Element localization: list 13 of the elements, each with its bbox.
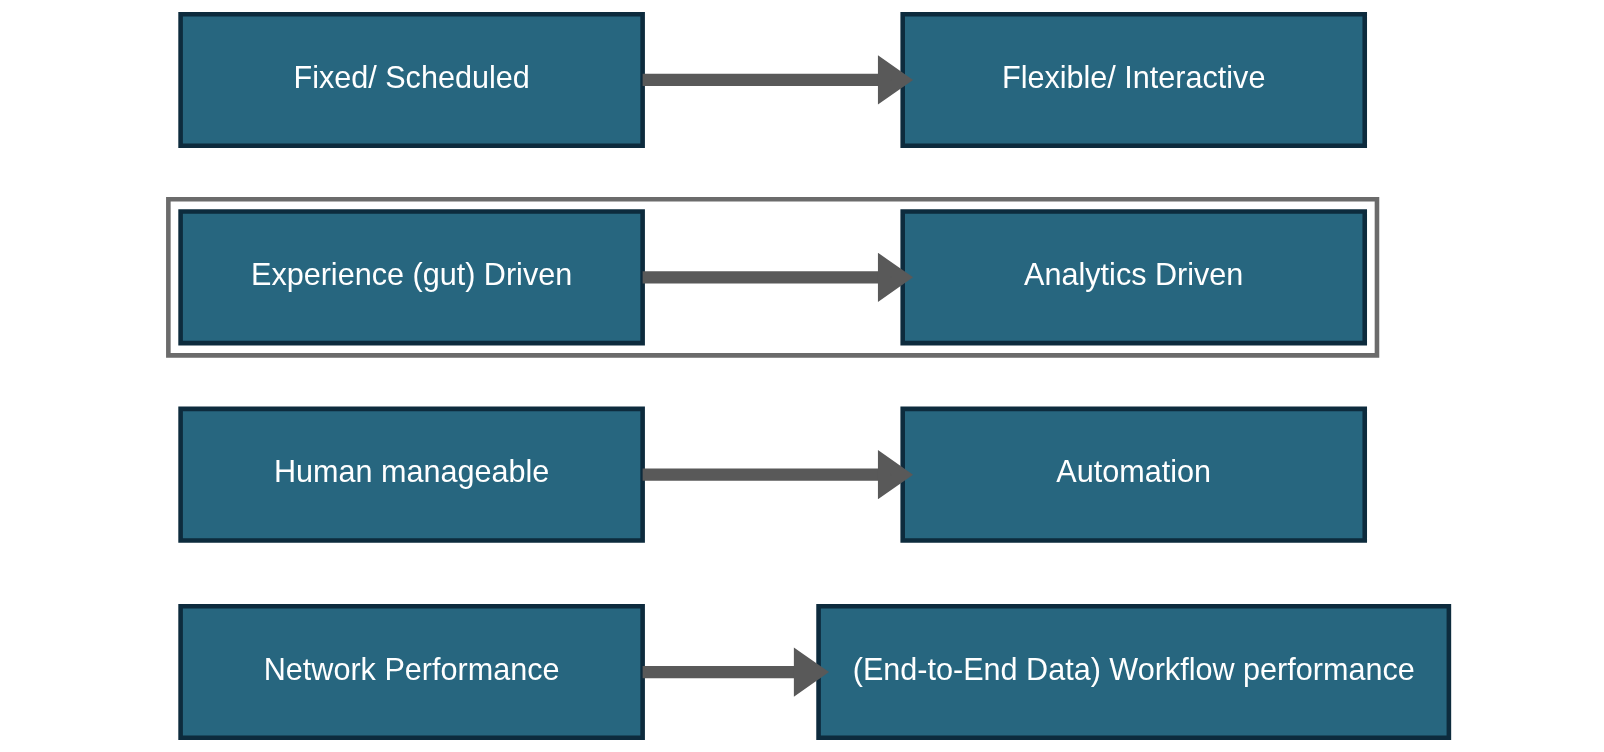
cluster xyxy=(165,197,1379,358)
node-box: Automation xyxy=(899,406,1367,543)
arrow xyxy=(642,55,913,105)
node-box: Analytics Driven xyxy=(899,209,1367,346)
arrow xyxy=(642,647,829,697)
node-box: Human manageable xyxy=(177,406,645,543)
node-box: Flexible/ Interactive xyxy=(899,11,1367,149)
arrow xyxy=(642,252,913,302)
arrow xyxy=(642,450,913,500)
node-box: Network Performance xyxy=(177,603,645,741)
node-box: Fixed/ Scheduled xyxy=(177,11,645,149)
node-box: (End-to-End Data) Workflow performance xyxy=(815,603,1451,741)
node-box: Experience (gut) Driven xyxy=(177,209,645,346)
